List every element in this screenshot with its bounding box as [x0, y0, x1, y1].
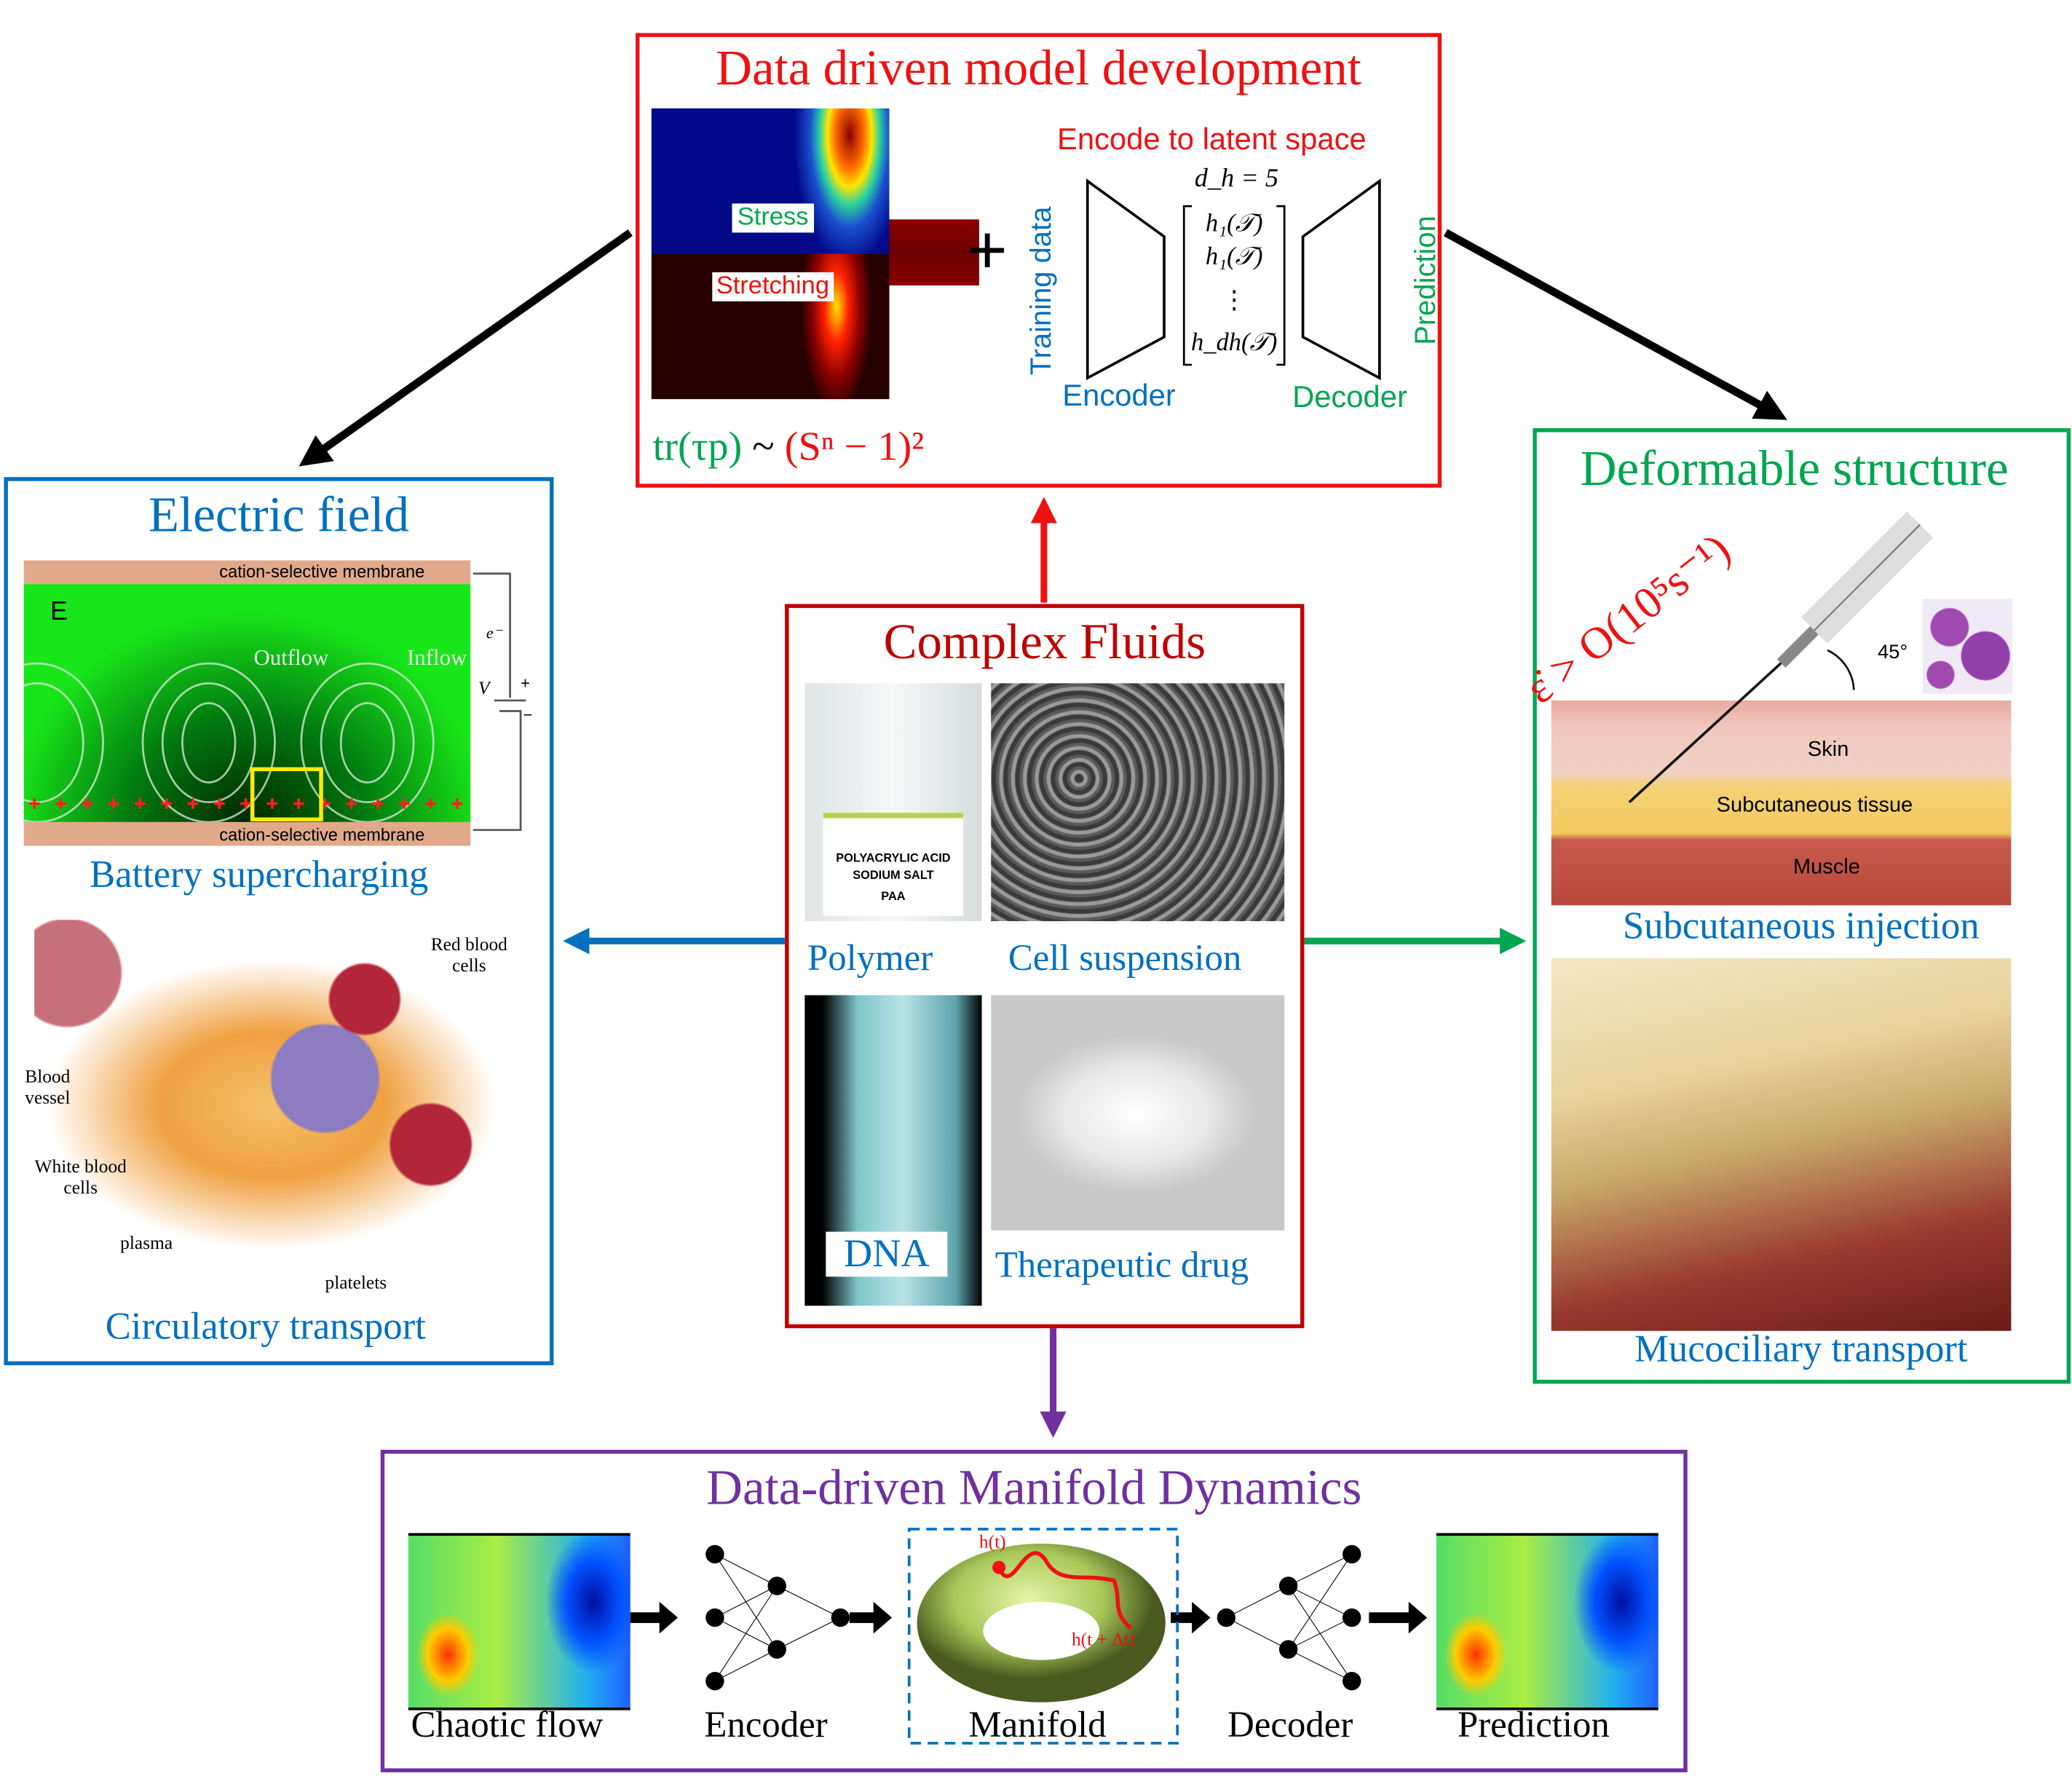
latent-h2: h₁(𝒯): [1205, 242, 1263, 272]
label-red-blood-cells: Red blood cells: [430, 936, 507, 977]
box-title: Electric field: [148, 487, 409, 543]
surface-charges: [28, 798, 463, 809]
manifold-dynamics-box: Data-driven Manifold Dynamics: [380, 1450, 1688, 1772]
label-platelets: platelets: [325, 1274, 387, 1294]
membrane-top: [23, 560, 471, 585]
caption-mucociliary: Mucociliary transport: [1634, 1328, 1968, 1371]
label-white-blood-cells: White blood cells: [34, 1157, 127, 1199]
blood-illustration: [34, 920, 510, 1303]
autoencoder-shape: [1086, 178, 1381, 381]
caption-battery: Battery supercharging: [90, 853, 429, 896]
latent-dots: ⋮: [1221, 286, 1247, 315]
prediction-flow-field: [1436, 1533, 1658, 1710]
encoder-label: Encoder: [704, 1705, 828, 1746]
decoder-label: Decoder: [1292, 379, 1407, 414]
data-driven-model-box: Data driven model development Stress Str…: [636, 33, 1442, 488]
decoder-label: Decoder: [1227, 1705, 1353, 1746]
inflow-label: Inflow: [407, 644, 467, 671]
box-title: Data-driven Manifold Dynamics: [706, 1460, 1362, 1516]
membrane-bottom: [23, 821, 471, 846]
therapeutic-drug-label: Therapeutic drug: [995, 1244, 1249, 1286]
muscle-label: Muscle: [1792, 856, 1860, 879]
dna-label: DNA: [826, 1231, 948, 1277]
h-t-dt-label: h(t + Δt): [1071, 1630, 1136, 1651]
drug-image: [991, 995, 1285, 1231]
box-title: Complex Fluids: [883, 614, 1206, 671]
tissue-micrograph: [1922, 599, 2013, 694]
encode-label: Encode to latent space: [1057, 121, 1367, 157]
bottle-label-3: PAA: [881, 889, 906, 903]
cell-suspension-label: Cell suspension: [1008, 938, 1242, 979]
caption-circulatory: Circulatory transport: [105, 1306, 426, 1349]
battery-circuit: [472, 572, 526, 832]
skin-layers: [1551, 700, 2012, 906]
e-field-label: E: [50, 597, 68, 627]
channel: [889, 219, 979, 286]
cell-suspension-image: [991, 683, 1285, 922]
electron-label: e⁻: [486, 623, 502, 643]
formula-stretch: (Sⁿ − 1)²: [784, 422, 925, 470]
arrow-to-electric-field: [298, 229, 633, 467]
membrane-top-label: cation-selective membrane: [219, 561, 425, 582]
bottle-label-panel: [823, 813, 964, 916]
bottle-label-1: POLYACRYLIC ACID: [836, 850, 951, 865]
subcutaneous-label: Subcutaneous tissue: [1716, 794, 1913, 817]
voltage-label: V: [478, 679, 490, 700]
chaotic-flow-field: [408, 1533, 630, 1710]
encoder-label: Encoder: [1062, 378, 1176, 413]
box-title: Data driven model development: [716, 41, 1361, 97]
membrane-bottom-label: cation-selective membrane: [219, 824, 425, 845]
chaotic-flow-label: Chaotic flow: [411, 1705, 604, 1746]
box-title: Deformable structure: [1580, 441, 2009, 497]
label-blood-vessel: Blood vessel: [25, 1067, 71, 1109]
formula-trace: tr(τp): [652, 422, 743, 470]
streamlines: [23, 662, 463, 822]
caption-injection: Subcutaneous injection: [1622, 905, 1980, 948]
electric-field-box: Electric field cation-selective membrane…: [4, 477, 554, 1365]
prediction-label: Prediction: [1457, 1705, 1610, 1746]
formula: tr(τp) ~ (Sⁿ − 1)²: [653, 423, 925, 470]
complex-fluids-box: Complex Fluids POLYACRYLIC ACID SODIUM S…: [785, 604, 1305, 1329]
arrow-to-deformable-structure: [1443, 229, 1787, 420]
label-plasma: plasma: [120, 1234, 173, 1255]
battery-minus: −: [523, 706, 533, 725]
stress-label: Stress: [732, 203, 814, 233]
bottle-label-2: SODIUM SALT: [853, 868, 934, 882]
mucociliary-image: [1551, 958, 2012, 1331]
polymer-image: POLYACRYLIC ACID SODIUM SALT PAA: [804, 683, 982, 922]
polymer-label: Polymer: [807, 938, 933, 979]
battery-plus: +: [521, 674, 530, 693]
latent-dimension: d_h = 5: [1194, 164, 1279, 193]
stretching-label: Stretching: [712, 272, 834, 301]
h-t-label: h(t): [978, 1533, 1006, 1553]
latent-h1: h₁(𝒯): [1205, 210, 1263, 238]
plus-sign: +: [967, 213, 1008, 290]
syringe: [1628, 511, 1934, 804]
latent-hdh: h_dh(𝒯): [1191, 328, 1278, 358]
network-diagram: [630, 1528, 1428, 1745]
skin-label: Skin: [1807, 738, 1849, 762]
deformable-structure-box: Deformable structure ε̇ > O(10⁵s⁻¹) 45° …: [1517, 428, 2071, 1384]
outflow-label: Outflow: [253, 644, 329, 671]
manifold-label: Manifold: [968, 1705, 1107, 1746]
formula-tilde: ~: [752, 422, 775, 470]
flow-field: [23, 584, 471, 822]
angle-label: 45°: [1878, 641, 1908, 664]
